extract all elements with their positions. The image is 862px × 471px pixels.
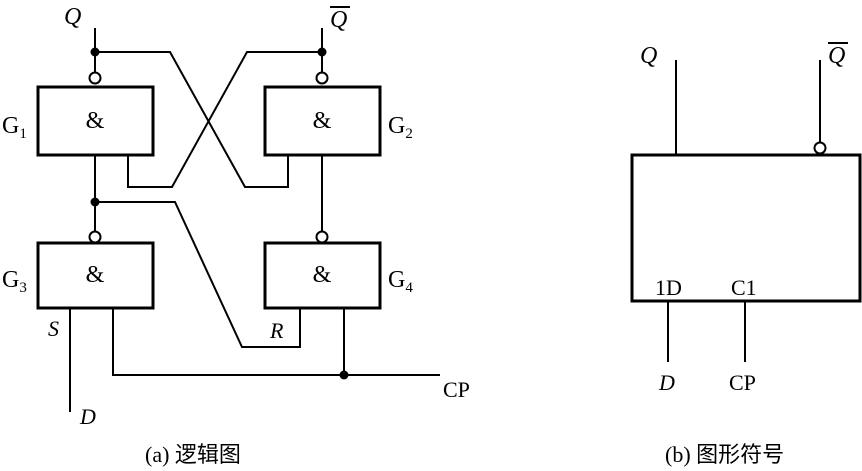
g2-and-symbol: & <box>313 108 332 134</box>
gate-g1 <box>36 85 155 157</box>
gate-g2 <box>263 85 382 157</box>
g3-label: G3 <box>2 267 27 296</box>
g1-to-g4-r-wire <box>95 201 301 348</box>
g1-output-bubble <box>88 71 102 85</box>
g4-output-bubble <box>315 230 329 244</box>
g2-output-bubble <box>315 71 329 85</box>
q-bar-output-label: Q <box>330 7 347 33</box>
g1-and-symbol: & <box>86 108 105 134</box>
graphic-symbol-caption: (b) 图形符号 <box>665 442 784 467</box>
symbol-q-bar-bubble <box>813 141 827 155</box>
g2-label: G2 <box>388 113 413 142</box>
logic-diagram-caption: (a) 逻辑图 <box>145 442 241 467</box>
g3-output-bubble <box>88 230 102 244</box>
cp-to-g3-wire <box>112 308 440 376</box>
q-output-label: Q <box>64 4 81 30</box>
symbol-d-label: D <box>658 370 675 395</box>
graphic-symbol: 1D C1 D CP Q Q (b) 图形符号 <box>630 42 862 467</box>
cross-wire-q-to-g2 <box>95 51 289 188</box>
g4-label: G4 <box>388 267 413 296</box>
r-input-label: R <box>269 318 284 343</box>
symbol-1d-label: 1D <box>655 275 682 300</box>
gate-g3 <box>36 241 155 310</box>
symbol-cp-label: CP <box>729 370 756 395</box>
g3-and-symbol: & <box>86 262 105 288</box>
symbol-q-label: Q <box>640 43 657 69</box>
g1-label: G1 <box>2 113 27 142</box>
s-input-label: S <box>48 316 59 341</box>
d-flip-flop-symbol-box <box>630 153 862 303</box>
gate-g4 <box>263 241 382 310</box>
logic-diagram: & G1 & G2 & G3 & G4 S R D CP <box>2 4 470 467</box>
symbol-q-bar-label: Q <box>828 43 845 69</box>
cross-wire-qbar-to-g1 <box>127 51 322 188</box>
symbol-c1-label: C1 <box>731 275 757 300</box>
d-input-label: D <box>79 404 96 429</box>
cp-junction-dot <box>339 370 349 380</box>
g4-and-symbol: & <box>313 262 332 288</box>
cp-input-label: CP <box>443 377 470 402</box>
